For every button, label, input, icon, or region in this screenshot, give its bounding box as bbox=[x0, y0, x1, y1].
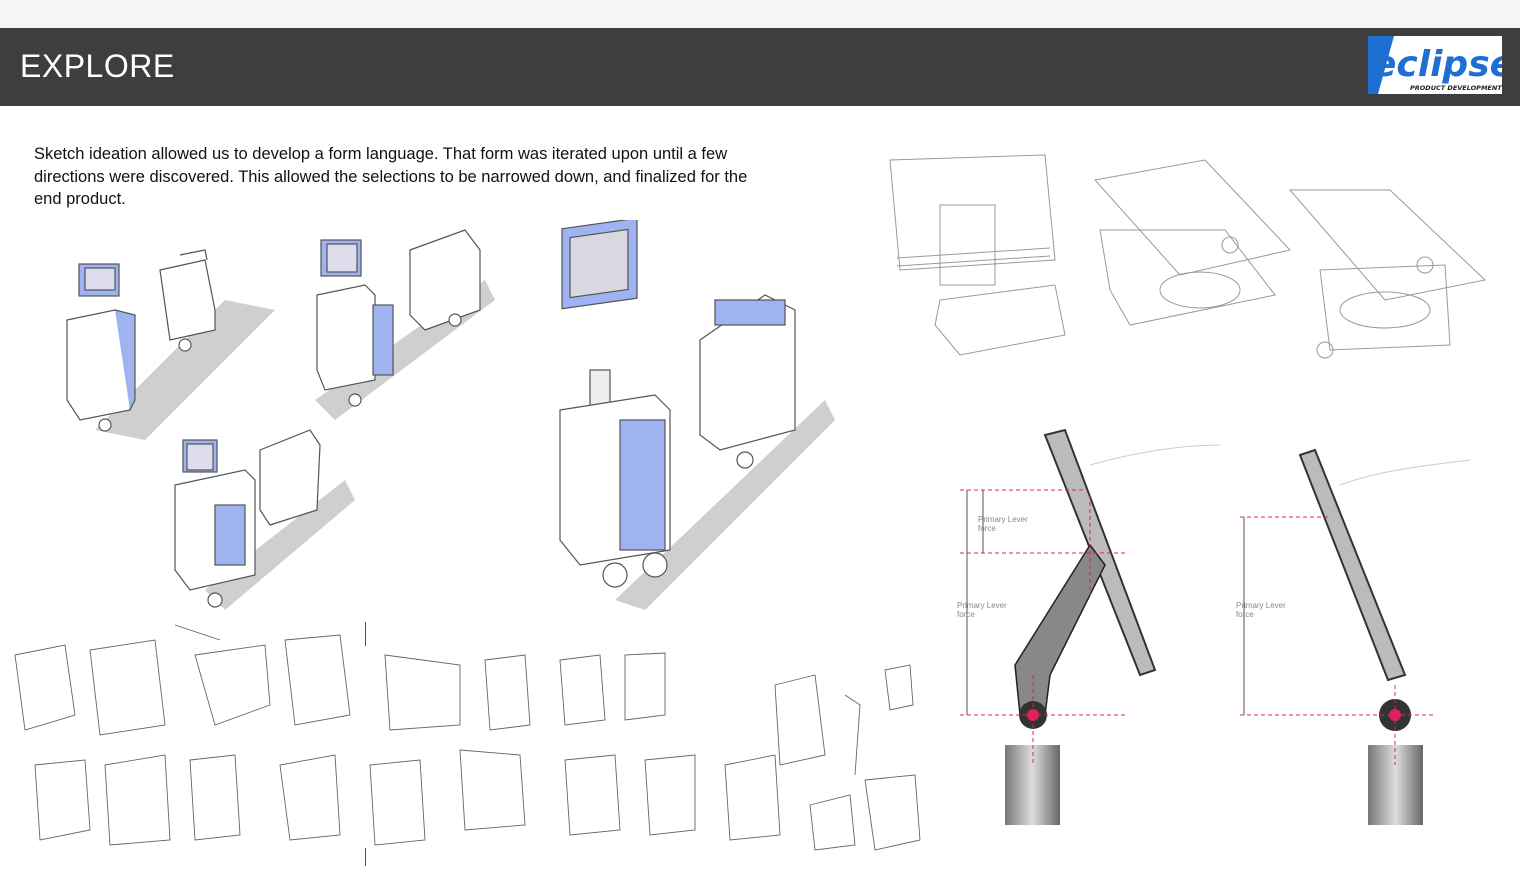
concept-renders bbox=[66, 220, 835, 610]
lever-diagram-right bbox=[1240, 448, 1471, 825]
lever-label-right: Primary Lever force bbox=[1236, 601, 1286, 619]
intro-paragraph: Sketch ideation allowed us to develop a … bbox=[34, 145, 748, 208]
sketch-divider-bottom bbox=[365, 848, 366, 866]
lever-label-bottom: Primary Lever force bbox=[957, 601, 1007, 619]
pencil-sketches bbox=[14, 624, 921, 851]
page-title: EXPLORE bbox=[20, 48, 175, 84]
svg-text:PRODUCT DEVELOPMENT: PRODUCT DEVELOPMENT bbox=[1410, 84, 1502, 92]
sketch-divider bbox=[365, 622, 366, 646]
header-bar: EXPLORE eclipse PRODUCT DEVELOPMENT bbox=[0, 28, 1520, 106]
lever-diagram-left bbox=[960, 428, 1221, 825]
top-strip bbox=[0, 0, 1520, 28]
eclipse-logo: eclipse PRODUCT DEVELOPMENT bbox=[1368, 36, 1502, 94]
svg-text:eclipse: eclipse bbox=[1372, 44, 1502, 85]
monitor-arm-sketches bbox=[889, 154, 1487, 359]
lever-label-top: Primary Lever force bbox=[978, 515, 1028, 533]
